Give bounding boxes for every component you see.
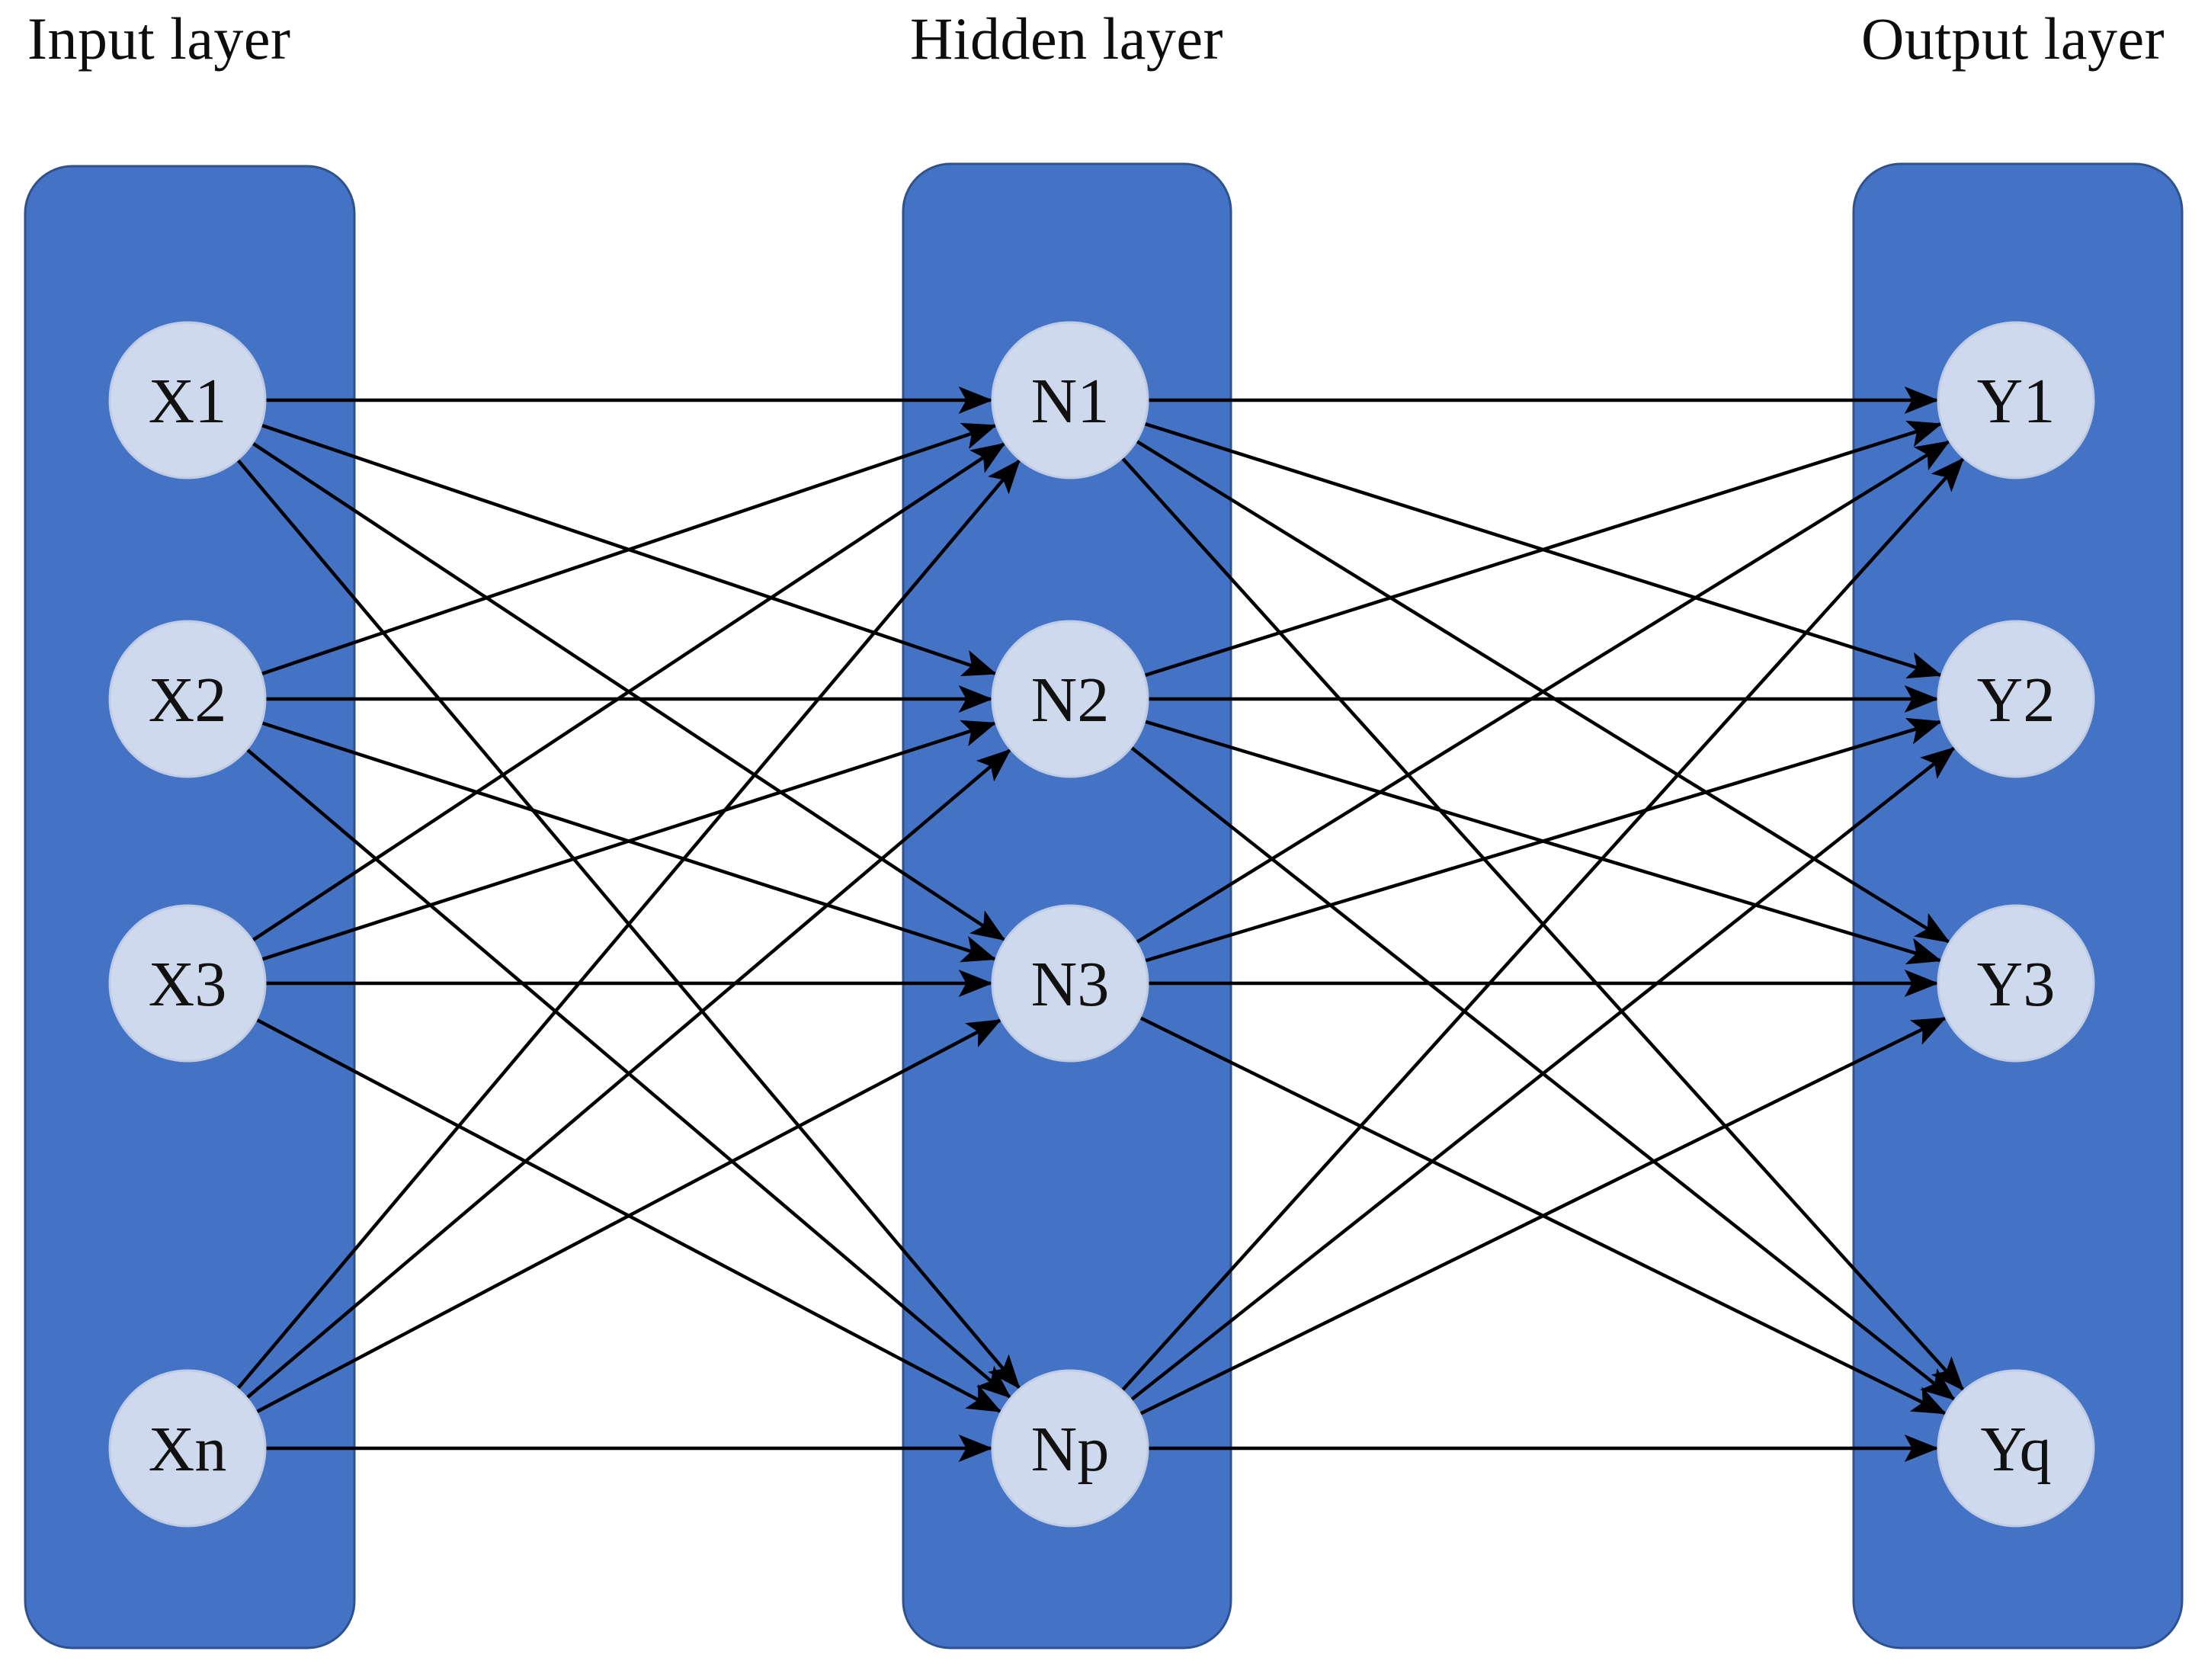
- neuron-xn[interactable]: [108, 1369, 267, 1528]
- connection-xn-to-n3: [255, 1018, 1002, 1414]
- neuron-n2[interactable]: [991, 620, 1149, 778]
- connection-n2-to-y1: [1143, 420, 1943, 678]
- connection-x3-to-n2: [261, 720, 997, 961]
- hidden-layer-title: Hidden layer: [910, 5, 1224, 72]
- layer-panels: [24, 162, 2184, 1650]
- neuron-y1[interactable]: [1937, 321, 2095, 479]
- connection-np-to-y2: [1130, 746, 1956, 1402]
- neuron-x2[interactable]: [108, 620, 267, 778]
- neuron-np[interactable]: [991, 1369, 1149, 1528]
- neuron-x1[interactable]: [108, 321, 267, 479]
- neuron-n1[interactable]: [991, 321, 1149, 479]
- connection-x3-to-n1: [251, 442, 1006, 942]
- connection-n3-to-y2: [1144, 717, 1942, 963]
- connection-xn-to-n2: [245, 749, 1011, 1399]
- connection-n3-to-y1: [1135, 440, 1950, 944]
- neuron-yq[interactable]: [1937, 1369, 2095, 1528]
- output-layer-title: Output layer: [1861, 5, 2165, 72]
- connection-x2-to-n1: [260, 422, 998, 676]
- neuron-y3[interactable]: [1937, 904, 2095, 1063]
- neuron-nodes: [108, 321, 2095, 1528]
- connection-xn-to-n1: [236, 459, 1021, 1390]
- connection-np-to-y3: [1139, 1016, 1947, 1416]
- input-layer-title: Input layer: [27, 5, 291, 72]
- connection-edges: [236, 386, 1965, 1462]
- connection-np-to-y1: [1120, 457, 1965, 1392]
- neuron-x3[interactable]: [108, 904, 267, 1063]
- neuron-n3[interactable]: [991, 904, 1149, 1063]
- neuron-y2[interactable]: [1937, 620, 2095, 778]
